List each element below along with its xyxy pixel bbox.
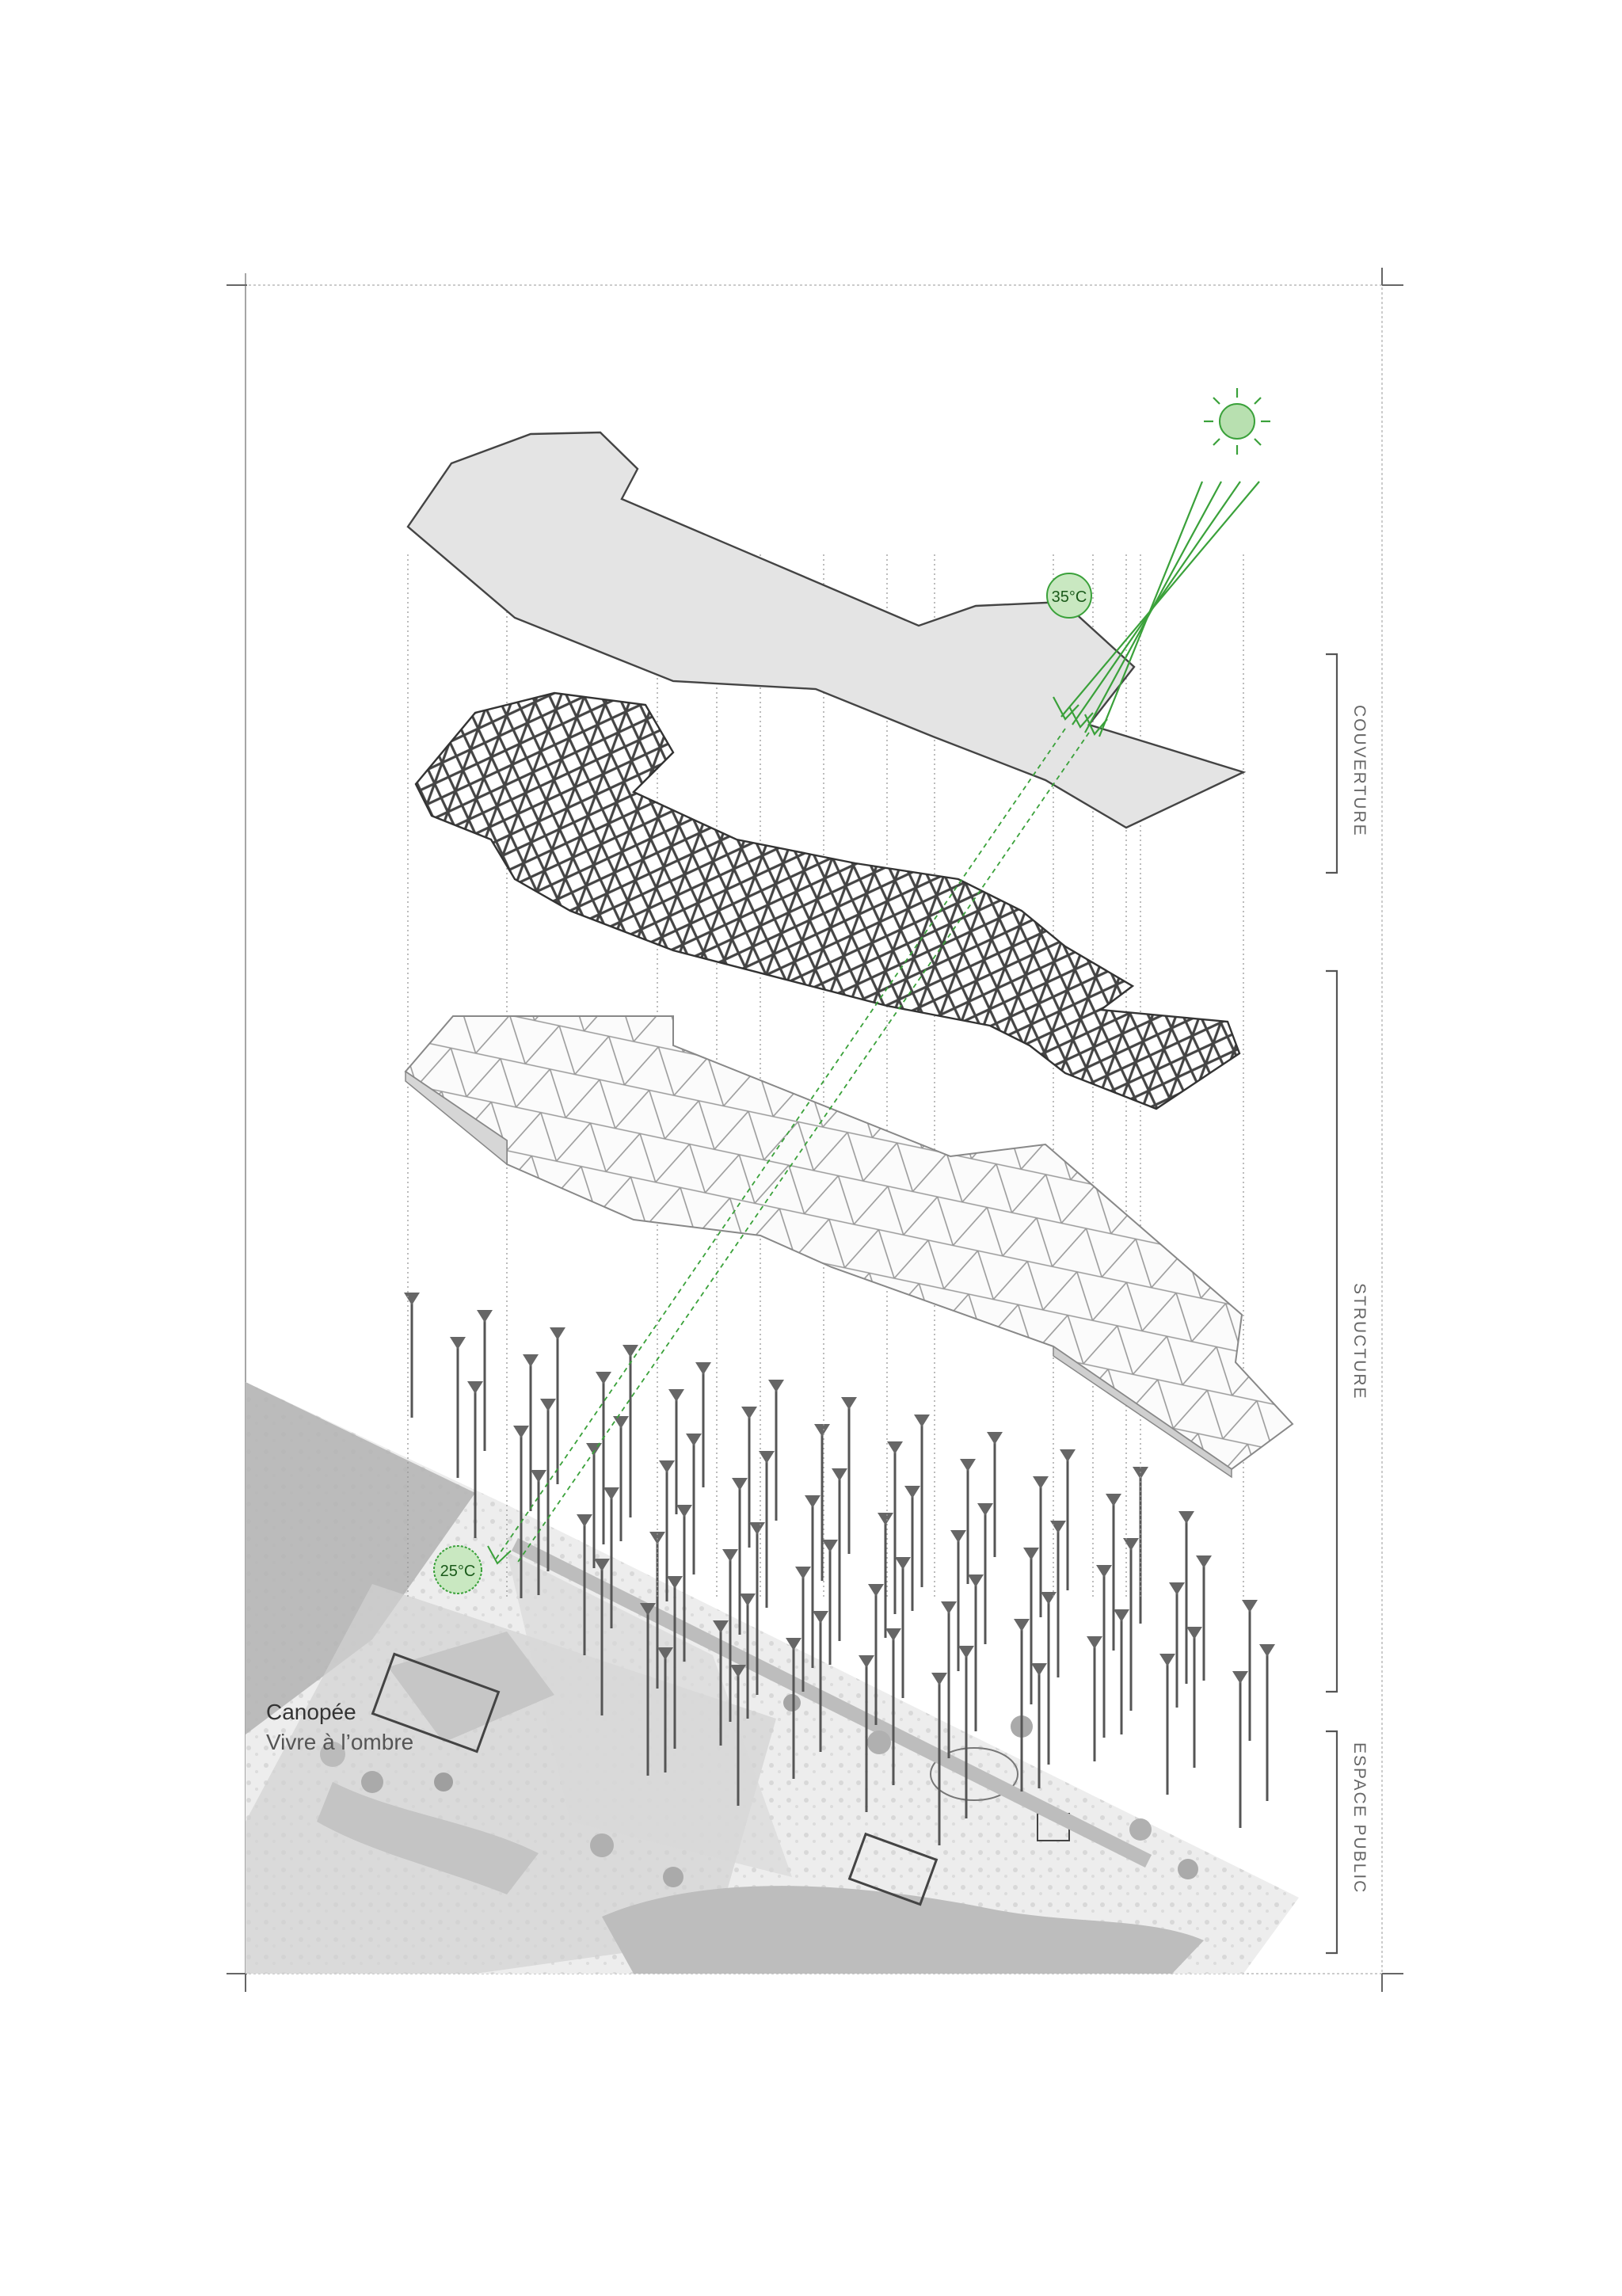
sun-icon bbox=[1204, 388, 1270, 455]
column bbox=[832, 1468, 847, 1641]
column bbox=[477, 1310, 493, 1451]
column bbox=[1259, 1644, 1275, 1801]
column bbox=[1123, 1538, 1139, 1711]
column bbox=[695, 1362, 711, 1487]
column bbox=[603, 1487, 619, 1628]
column bbox=[822, 1540, 838, 1665]
column bbox=[1114, 1609, 1129, 1734]
column bbox=[623, 1345, 638, 1517]
column bbox=[887, 1441, 903, 1614]
column bbox=[968, 1574, 984, 1731]
column bbox=[513, 1426, 529, 1598]
caption-title: Canopée bbox=[266, 1700, 356, 1724]
column bbox=[1106, 1494, 1121, 1651]
column bbox=[878, 1513, 893, 1638]
column bbox=[914, 1415, 930, 1587]
column bbox=[577, 1514, 592, 1655]
column bbox=[1196, 1555, 1212, 1681]
roof-layer bbox=[406, 431, 1247, 829]
column bbox=[1014, 1619, 1030, 1791]
column bbox=[1031, 1663, 1047, 1788]
section-brackets bbox=[1326, 653, 1338, 1955]
column bbox=[931, 1673, 947, 1845]
column bbox=[960, 1459, 976, 1584]
column bbox=[759, 1451, 775, 1608]
column bbox=[1087, 1636, 1102, 1761]
column bbox=[730, 1665, 746, 1806]
column bbox=[814, 1424, 830, 1581]
column bbox=[722, 1549, 738, 1722]
temp-bottom-label: 25°C bbox=[440, 1563, 476, 1580]
label-structure: STRUCTURE bbox=[1350, 1283, 1369, 1400]
column bbox=[657, 1647, 673, 1772]
column bbox=[859, 1655, 874, 1812]
column bbox=[659, 1460, 675, 1601]
column bbox=[786, 1638, 801, 1779]
column bbox=[713, 1620, 729, 1746]
column bbox=[450, 1337, 466, 1478]
column bbox=[795, 1567, 811, 1692]
column bbox=[1133, 1467, 1148, 1624]
column bbox=[1232, 1671, 1248, 1828]
column bbox=[977, 1503, 993, 1644]
column bbox=[813, 1611, 828, 1752]
column bbox=[1096, 1565, 1112, 1738]
temp-top-label: 35°C bbox=[1052, 588, 1087, 606]
column bbox=[676, 1505, 692, 1662]
column bbox=[885, 1628, 901, 1785]
structure-layer bbox=[404, 1015, 1294, 1479]
column bbox=[904, 1486, 920, 1611]
column bbox=[596, 1372, 611, 1544]
column bbox=[841, 1397, 857, 1554]
column bbox=[732, 1478, 748, 1635]
column bbox=[895, 1557, 911, 1698]
column bbox=[1159, 1654, 1175, 1795]
column bbox=[1060, 1449, 1076, 1590]
column bbox=[467, 1381, 483, 1538]
column bbox=[950, 1530, 966, 1671]
column bbox=[941, 1601, 957, 1758]
column bbox=[404, 1293, 420, 1418]
temp-badge-top: 35°C bbox=[1046, 573, 1092, 619]
column bbox=[1033, 1476, 1049, 1617]
column bbox=[613, 1416, 629, 1541]
column bbox=[1041, 1592, 1057, 1765]
column bbox=[1178, 1511, 1194, 1684]
ground-plane bbox=[246, 1382, 1299, 1974]
column bbox=[1023, 1548, 1039, 1704]
column bbox=[741, 1407, 757, 1548]
caption-subtitle: Vivre à l’ombre bbox=[266, 1730, 414, 1754]
column-field bbox=[404, 1293, 1275, 1845]
sun-rays bbox=[487, 481, 1260, 1565]
column bbox=[1242, 1600, 1258, 1741]
column bbox=[987, 1432, 1003, 1557]
column bbox=[1050, 1521, 1066, 1677]
column bbox=[768, 1380, 784, 1521]
label-espace-public: ESPACE PUBLIC bbox=[1350, 1742, 1369, 1894]
column bbox=[550, 1327, 565, 1484]
temp-badge-bottom: 25°C bbox=[433, 1545, 482, 1594]
column bbox=[540, 1399, 556, 1571]
column bbox=[1169, 1582, 1185, 1708]
label-couverture: COUVERTURE bbox=[1350, 705, 1369, 837]
column bbox=[1186, 1627, 1202, 1768]
column bbox=[667, 1576, 683, 1749]
column bbox=[531, 1470, 546, 1595]
column bbox=[668, 1389, 684, 1514]
column bbox=[749, 1522, 765, 1695]
column bbox=[805, 1495, 821, 1668]
column bbox=[523, 1354, 539, 1511]
column bbox=[594, 1559, 610, 1715]
column bbox=[640, 1603, 656, 1776]
column bbox=[868, 1584, 884, 1725]
column bbox=[958, 1646, 974, 1818]
column bbox=[686, 1434, 702, 1574]
lattice-layer bbox=[414, 691, 1241, 1110]
column bbox=[740, 1593, 756, 1719]
